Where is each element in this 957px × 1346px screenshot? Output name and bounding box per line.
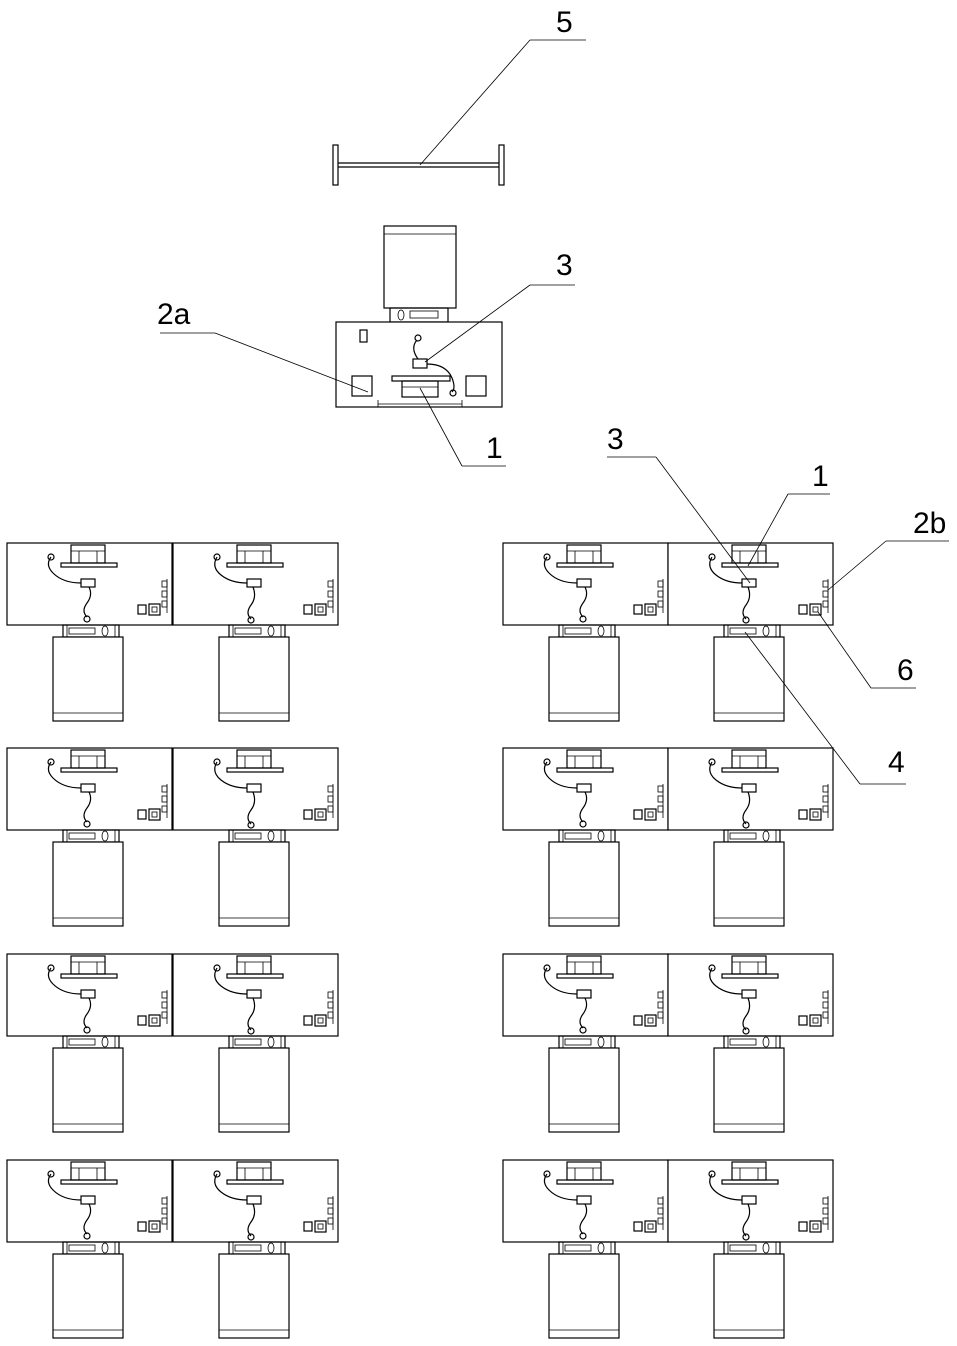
unit-row4-right-a xyxy=(503,1160,668,1338)
unit-row1-right-a xyxy=(503,543,668,721)
unit-row2-left-a xyxy=(7,748,172,926)
unit-row1-right-b xyxy=(668,543,833,721)
unit-row4-left-a xyxy=(7,1160,172,1338)
unit-grid xyxy=(7,543,833,1338)
label-5: 5 xyxy=(556,6,573,39)
unit-row3-left-b xyxy=(173,954,338,1132)
label-3-right: 3 xyxy=(607,423,624,456)
unit-row3-right-b xyxy=(668,954,833,1132)
unit-row2-left-b xyxy=(173,748,338,926)
label-6: 6 xyxy=(897,654,914,687)
unit-row2-right-a xyxy=(503,748,668,926)
unit-row3-right-a xyxy=(503,954,668,1132)
top-cabinet xyxy=(336,226,502,407)
beam-assembly xyxy=(333,145,504,185)
label-2a: 2a xyxy=(157,298,191,331)
unit-row1-left-b xyxy=(173,543,338,721)
label-1-right: 1 xyxy=(812,460,829,493)
label-1-top: 1 xyxy=(486,432,503,465)
label-3-top: 3 xyxy=(556,249,573,282)
unit-row4-right-b xyxy=(668,1160,833,1338)
unit-row2-right-b xyxy=(668,748,833,926)
unit-row4-left-b xyxy=(173,1160,338,1338)
label-2b: 2b xyxy=(913,507,946,540)
unit-row1-left-a xyxy=(7,543,172,721)
label-4: 4 xyxy=(888,746,905,779)
unit-row3-left-a xyxy=(7,954,172,1132)
